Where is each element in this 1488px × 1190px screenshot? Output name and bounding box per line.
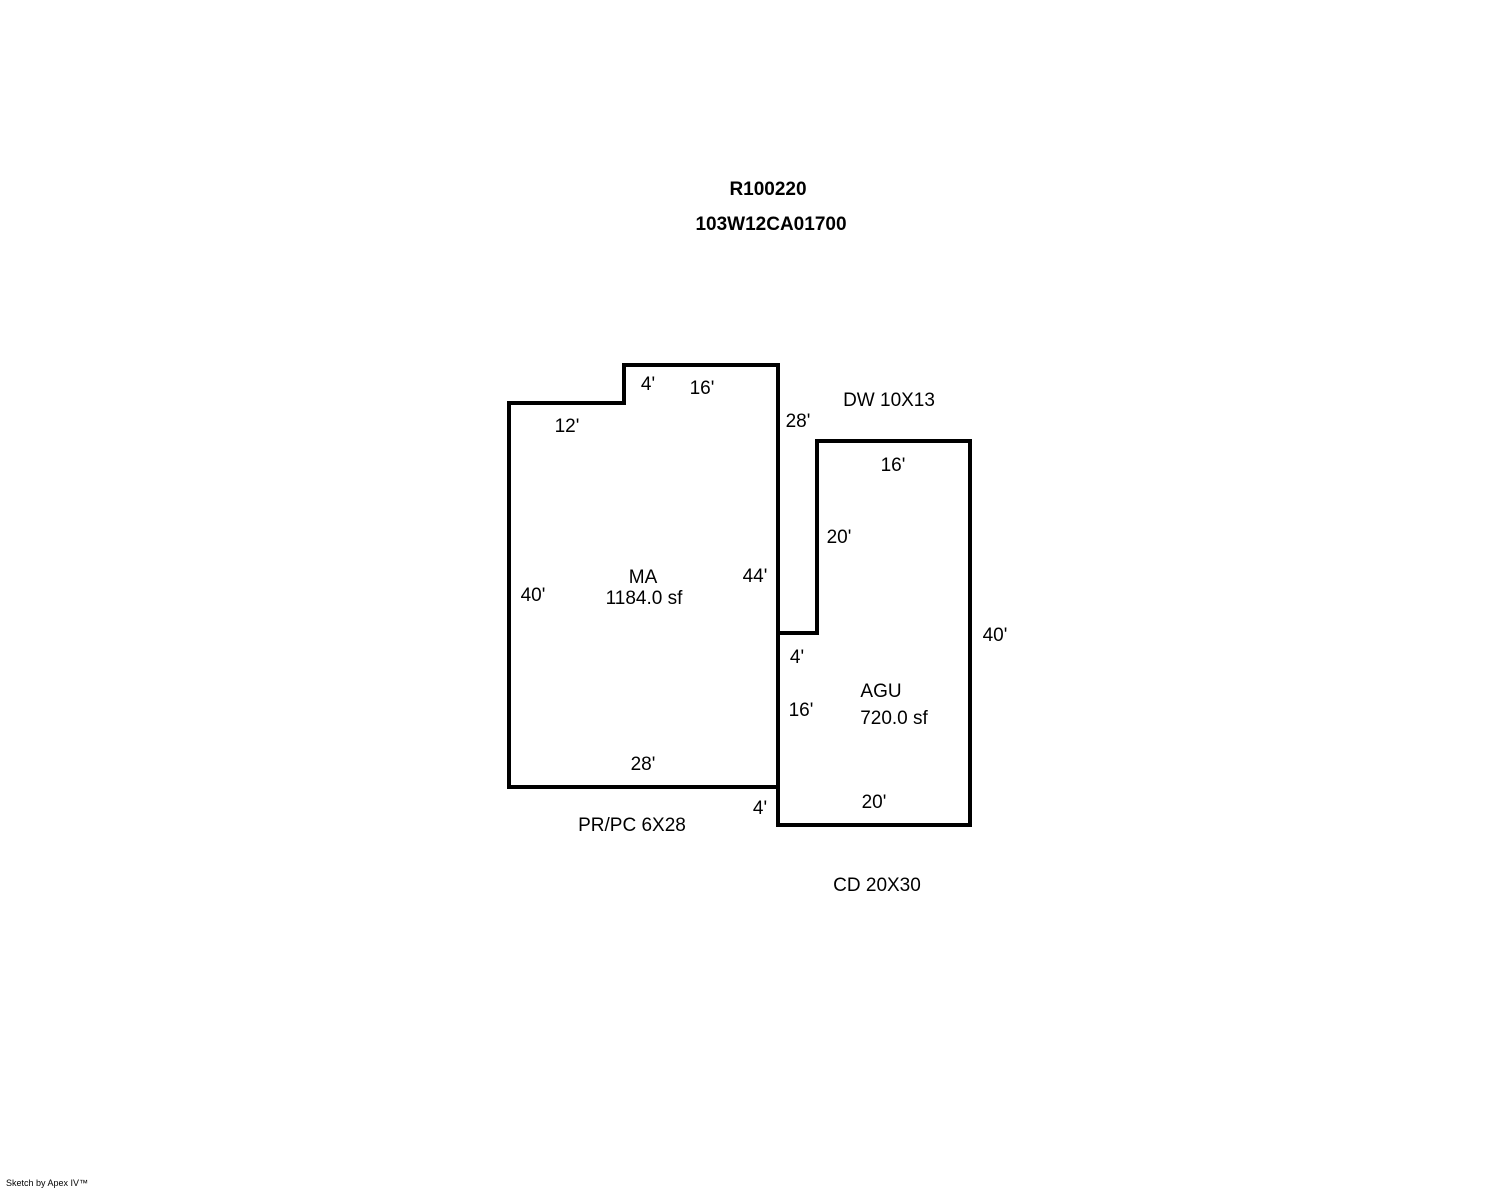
- dim-garage-left-lower: 16': [789, 700, 814, 721]
- dim-garage-right: 40': [983, 625, 1008, 646]
- garage-size: 720.0 sf: [860, 708, 928, 729]
- dim-garage-bottom: 20': [862, 792, 887, 813]
- dim-main-right-upper: 28': [786, 411, 811, 432]
- dim-main-top-left: 12': [555, 416, 580, 437]
- map-tax-lot: 103W12CA01700: [695, 214, 846, 235]
- dim-garage-left-upper: 20': [827, 527, 852, 548]
- dim-main-bottom: 28': [631, 754, 656, 775]
- garage-outline: [776, 439, 972, 827]
- account-id: R100220: [729, 179, 806, 200]
- dim-main-left: 40': [521, 585, 546, 606]
- dim-main-top-right: 16': [690, 378, 715, 399]
- main-area-code: MA: [629, 567, 658, 588]
- dim-main-right: 44': [743, 566, 768, 587]
- feature-porch: PR/PC 6X28: [578, 815, 686, 836]
- main-area-size: 1184.0 sf: [606, 588, 683, 609]
- dim-garage-step: 4': [790, 647, 804, 668]
- dim-garage-bottom-step: 4': [753, 798, 767, 819]
- garage-code: AGU: [860, 681, 901, 702]
- dim-main-top-step: 4': [641, 374, 655, 395]
- feature-driveway: DW 10X13: [843, 390, 935, 411]
- dim-garage-top: 16': [881, 455, 906, 476]
- feature-deck: CD 20X30: [833, 875, 921, 896]
- main-area-outline: [507, 363, 780, 789]
- sketch-credit: Sketch by Apex IV™: [6, 1178, 88, 1188]
